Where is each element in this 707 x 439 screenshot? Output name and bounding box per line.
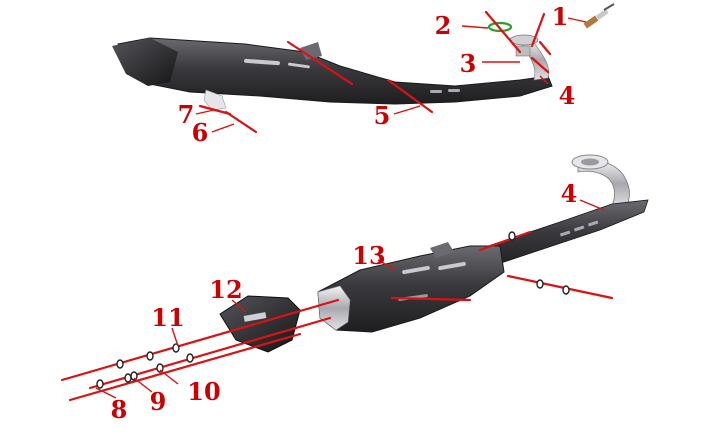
upper-muffler-body xyxy=(117,37,553,105)
callout-11: 11 xyxy=(151,303,185,332)
washer xyxy=(156,363,164,373)
leader-line xyxy=(478,230,532,252)
washer xyxy=(124,373,132,383)
upper-mount-tab xyxy=(300,42,322,60)
lower-vent-slot xyxy=(587,220,599,227)
lower-mount-tab xyxy=(430,242,454,258)
callout-leader xyxy=(159,369,179,385)
callout-leader xyxy=(133,377,153,393)
upper-vent-slot xyxy=(244,58,280,66)
leader-line xyxy=(224,110,258,134)
washer xyxy=(536,279,544,289)
end-cap-emblem xyxy=(243,312,267,322)
callout-3: 3 xyxy=(459,49,477,78)
leader-line xyxy=(530,12,546,48)
o-ring-gasket xyxy=(487,21,513,33)
lower-vent-slot xyxy=(438,261,466,271)
leader-line xyxy=(68,332,302,402)
callout-leader xyxy=(377,259,397,271)
callout-7: 7 xyxy=(177,100,195,129)
lower-vent-slot xyxy=(559,230,571,237)
callout-1: 1 xyxy=(551,2,569,31)
callout-13: 13 xyxy=(352,241,386,270)
callout-4-upper: 4 xyxy=(558,81,576,110)
callout-12: 12 xyxy=(209,275,243,304)
leader-line xyxy=(390,296,472,302)
callout-8: 8 xyxy=(110,395,128,424)
lower-vent-slot xyxy=(402,265,430,275)
upper-vent-slot xyxy=(288,62,310,69)
upper-vent-slot xyxy=(448,89,460,92)
callout-leader xyxy=(579,199,605,211)
upper-exhaust-assembly xyxy=(112,3,615,134)
leader-line xyxy=(198,104,232,116)
callout-leader xyxy=(211,123,235,133)
washer xyxy=(508,231,516,241)
lower-vent-slot xyxy=(573,225,585,232)
callout-5: 5 xyxy=(373,101,391,130)
lower-flange-bore xyxy=(581,158,599,166)
washer xyxy=(116,359,124,369)
washer xyxy=(96,379,104,389)
callout-leader xyxy=(393,105,421,115)
leader-line xyxy=(286,40,354,86)
upper-vent-slot xyxy=(430,90,442,93)
washer xyxy=(146,351,154,361)
callout-leader xyxy=(95,387,117,399)
leader-line xyxy=(484,10,522,54)
callout-2: 2 xyxy=(434,11,452,40)
upper-clamp xyxy=(515,45,531,57)
callout-10: 10 xyxy=(187,377,221,406)
callout-9: 9 xyxy=(149,387,167,416)
leader-line xyxy=(60,298,340,382)
washer xyxy=(186,353,194,363)
callout-4-lower: 4 xyxy=(560,179,578,208)
callout-leader xyxy=(231,299,247,313)
callout-leader xyxy=(567,17,587,23)
leader-line xyxy=(506,274,614,300)
lower-exhaust-assembly xyxy=(60,154,649,402)
callout-leader xyxy=(461,25,489,29)
lower-muffler-end-cap xyxy=(219,295,301,353)
callout-leader xyxy=(195,109,215,115)
upper-hanger-bracket xyxy=(203,89,227,111)
callout-6: 6 xyxy=(191,118,209,147)
leader-line xyxy=(538,40,552,56)
oxygen-sensor xyxy=(583,3,615,29)
upper-muffler-end-cap xyxy=(112,38,178,86)
callout-leader xyxy=(171,327,179,347)
leader-line xyxy=(530,56,550,74)
callout-leader xyxy=(539,75,549,85)
washer xyxy=(562,285,570,295)
leader-line xyxy=(386,78,434,114)
